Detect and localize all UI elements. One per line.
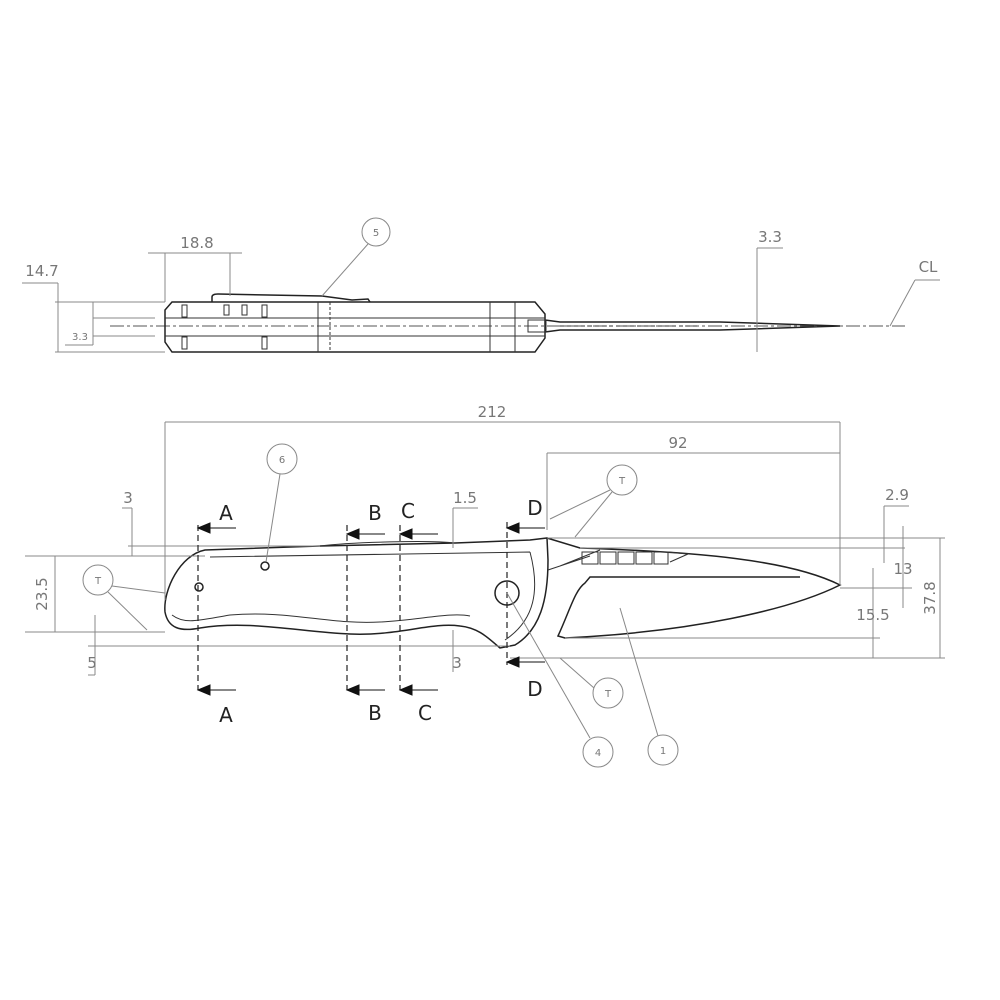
balloon-t-blade: T <box>549 464 638 538</box>
dim-jimping: 1.5 <box>452 489 478 548</box>
svg-text:37.8: 37.8 <box>921 581 939 614</box>
svg-text:3: 3 <box>452 654 462 672</box>
dim-label: 14.7 <box>25 262 58 280</box>
centerline-symbol: CL <box>889 258 940 327</box>
svg-text:23.5: 23.5 <box>33 577 51 610</box>
svg-text:T: T <box>618 476 626 487</box>
handle-outline <box>164 537 549 649</box>
svg-text:D: D <box>527 677 542 701</box>
dim-overall-thickness: 14.7 <box>22 262 165 353</box>
dim-butt-offset: 5 <box>87 615 510 676</box>
svg-text:5: 5 <box>373 228 379 239</box>
dim-blade-height: 37.8 <box>510 538 945 659</box>
svg-text:C: C <box>418 701 432 725</box>
section-d: D D <box>505 496 545 701</box>
section-a: A A <box>196 501 236 727</box>
dim-blade-thickness: 3.3 <box>756 228 783 352</box>
rear-screw <box>194 582 204 592</box>
side-view: 212 92 3 1.5 23.5 5 3 <box>25 403 945 768</box>
dim-clip-offset: 18.8 <box>148 234 242 302</box>
section-c: C C <box>398 499 438 725</box>
svg-text:D: D <box>527 496 542 520</box>
svg-text:212: 212 <box>478 403 507 421</box>
svg-text:1: 1 <box>660 746 666 757</box>
svg-text:6: 6 <box>279 455 285 466</box>
svg-text:T: T <box>94 576 102 587</box>
svg-text:15.5: 15.5 <box>856 606 889 624</box>
dim-label: 3.3 <box>72 332 88 343</box>
svg-text:92: 92 <box>668 434 687 452</box>
balloon-1: 1 <box>619 607 679 766</box>
svg-text:C: C <box>401 499 415 523</box>
dim-tip-to-edge: 15.5 <box>565 568 890 658</box>
dim-tip-drop: 2.9 <box>547 486 945 563</box>
svg-text:B: B <box>368 501 382 525</box>
dim-overall-length: 212 <box>164 403 841 600</box>
svg-text:B: B <box>368 701 382 725</box>
jimping-window <box>581 551 690 565</box>
pocket-clip <box>211 293 371 303</box>
section-b: B B <box>345 501 385 725</box>
screw-6 <box>260 561 270 571</box>
screw-heads <box>181 304 268 350</box>
top-view: 18.8 14.7 3.3 3.3 CL 5 <box>22 217 940 353</box>
svg-text:4: 4 <box>595 748 601 759</box>
balloon-5: 5 <box>321 217 391 297</box>
blade-top-outline <box>544 319 841 333</box>
thumb-stud <box>527 319 547 333</box>
svg-text:A: A <box>219 703 233 727</box>
dim-label: 18.8 <box>180 234 213 252</box>
dim-guard: 3 <box>452 630 462 672</box>
dim-tip-to-spine: 13 <box>840 526 913 608</box>
svg-text:1.5: 1.5 <box>453 489 477 507</box>
svg-text:5: 5 <box>87 654 97 672</box>
dim-blade-gap: 3.3 <box>65 302 155 346</box>
balloon-t-guard: T <box>559 657 624 709</box>
svg-text:3: 3 <box>123 489 133 507</box>
svg-text:CL: CL <box>919 258 938 276</box>
dim-label: 3.3 <box>758 228 782 246</box>
balloon-4: 4 <box>506 592 614 768</box>
dim-blade-length: 92 <box>546 434 840 530</box>
svg-text:T: T <box>604 689 612 700</box>
svg-text:2.9: 2.9 <box>885 486 909 504</box>
balloon-t-handle: T <box>82 564 166 631</box>
svg-text:13: 13 <box>893 560 912 578</box>
balloon-6: 6 <box>265 443 298 563</box>
handle-top-outline <box>164 301 546 353</box>
blade-outline <box>546 537 842 639</box>
svg-text:A: A <box>219 501 233 525</box>
